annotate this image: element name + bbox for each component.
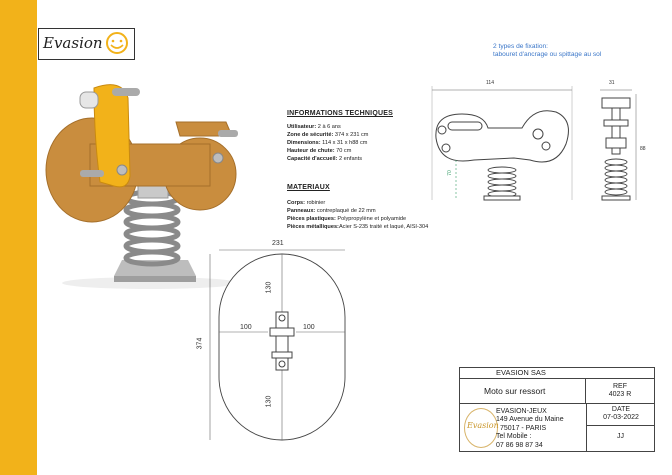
phone-label: Tel Mobile : (496, 433, 532, 441)
yellow-sidebar (0, 0, 37, 475)
bottom-offset-label: 130 (265, 395, 273, 408)
materials-heading: MATERIAUX (287, 184, 330, 191)
fixation-note: 2 types de fixation: tabouret d'ancrage … (493, 43, 601, 59)
product-render (45, 84, 238, 289)
top-offset-label: 130 (265, 281, 273, 294)
evasion-logo: Evasion (38, 28, 135, 60)
material-line: Panneaux: contreplaqué de 22 mm (287, 208, 376, 214)
product-name: Moto sur ressort (460, 379, 586, 404)
date-label: DATE (611, 406, 631, 413)
logo-text: Evasion (43, 34, 103, 52)
side-view-drawing (431, 86, 573, 201)
front-height-label: 88 (640, 146, 646, 152)
info-line: Capacité d'accueil: 2 enfants (287, 156, 363, 162)
technical-heading: INFORMATIONS TECHNIQUES (287, 110, 393, 117)
evasion-stamp: Evasion (464, 408, 499, 448)
front-view-drawing (600, 89, 637, 201)
fixation-line-2: tabouret d'ancrage ou spittage au sol (493, 51, 602, 58)
right-offset-label: 100 (303, 324, 315, 331)
ref-value: 4023 R (608, 391, 632, 398)
material-line: Pièces plastiques: Polypropylène et poly… (287, 216, 407, 222)
phone-value: 07 86 98 87 34 (496, 441, 543, 449)
info-line: Dimensions: 114 x 31 x h88 cm (287, 140, 368, 146)
stamp-logo: Evasion (467, 421, 499, 430)
fixation-line-1: 2 types de fixation: (493, 43, 548, 50)
address-street: 149 Avenue du Maine (496, 416, 564, 424)
company-name: EVASION SAS (460, 368, 654, 379)
date-box: DATE 07-03-2022 (587, 404, 655, 426)
address-block: EVASION-JEUX 149 Avenue du Maine 75017 -… (496, 408, 564, 450)
front-width-label: 31 (609, 80, 615, 86)
side-width-label: 114 (486, 80, 494, 86)
date-value: 07-03-2022 (603, 414, 639, 421)
smiley-icon (106, 32, 128, 54)
initials: JJ (617, 433, 624, 440)
zone-height-label: 374 (196, 337, 204, 350)
title-block: EVASION SAS Moto sur ressort REF 4023 R … (459, 367, 655, 452)
safety-zone-drawing (209, 249, 346, 441)
side-height-label: 70 (446, 170, 453, 176)
material-line: Pièces métalliques:Acier S-235 traité et… (287, 224, 429, 230)
material-line: Corps: robinier (287, 200, 326, 206)
info-line: Hauteur de chute: 70 cm (287, 148, 352, 154)
address-name: EVASION-JEUX (496, 408, 547, 415)
ref-cell: REF 4023 R (586, 379, 654, 404)
ref-label: REF (613, 383, 627, 390)
address-city: 75017 - PARIS (500, 424, 547, 432)
date-cell: DATE 07-03-2022 JJ (586, 404, 655, 451)
info-line: Utilisateur: 2 à 6 ans (287, 124, 341, 130)
left-offset-label: 100 (240, 324, 252, 331)
info-line: Zone de sécurité: 374 x 231 cm (287, 132, 369, 138)
zone-width-label: 231 (272, 240, 284, 247)
